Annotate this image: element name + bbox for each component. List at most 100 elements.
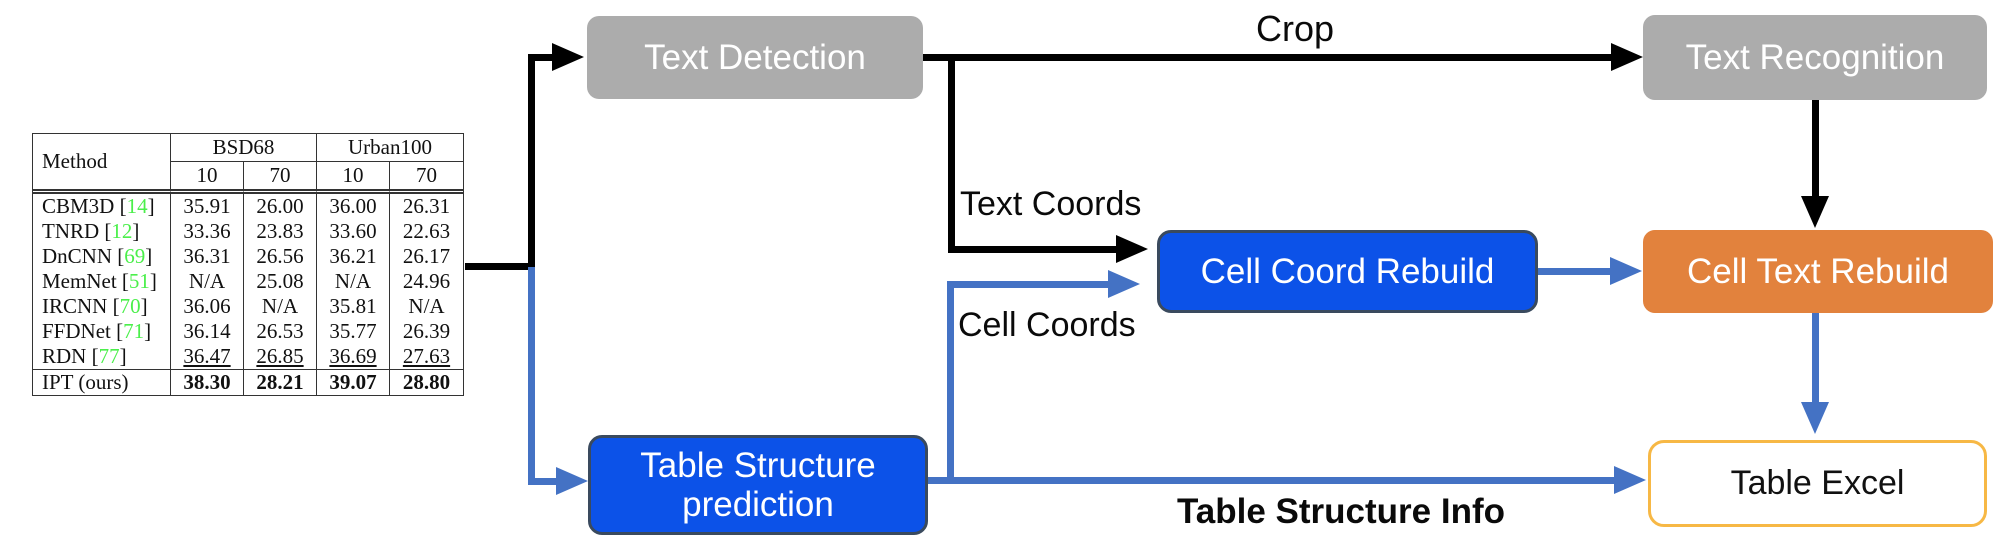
- arrowhead-cell-text-rebuild-left: [1610, 257, 1642, 285]
- value-cell: 26.17: [402, 244, 451, 268]
- method-cell: TNRD [12]: [33, 219, 171, 244]
- node-table-excel: Table Excel: [1648, 440, 1987, 527]
- edge-text-coords-vertical: [948, 57, 955, 250]
- subcol-header: 70: [244, 162, 317, 194]
- table-row: RDN [77] 36.47 26.85 36.69 27.63: [33, 344, 463, 369]
- value-cell: 36.21: [317, 244, 390, 269]
- arrowhead-table-excel-down: [1801, 402, 1829, 434]
- citation-number: 77: [98, 344, 120, 368]
- value-cell: 27.63: [402, 344, 451, 368]
- subcol-header: 70: [390, 162, 463, 194]
- value-cell: 26.85: [244, 344, 317, 369]
- arrowhead-cell-text-rebuild-down: [1801, 196, 1829, 228]
- col-group-bsd68: BSD68: [171, 134, 317, 162]
- node-cell-coord-rebuild: Cell Coord Rebuild: [1157, 230, 1538, 313]
- table-header-row: Method BSD68 Urban100: [33, 134, 463, 194]
- table-row: MemNet [51] N/A 25.08 N/A 24.96: [33, 269, 463, 294]
- value-cell: 33.36: [171, 219, 244, 244]
- value-cell: 28.21: [244, 369, 317, 395]
- node-table-structure-prediction-label-line2: prediction: [682, 485, 834, 524]
- value-cell: N/A: [317, 269, 390, 294]
- value-cell: 28.80: [390, 369, 463, 395]
- table-row: CBM3D [14] 35.91 26.00 36.00 26.31: [33, 194, 463, 219]
- edge-cell-coords-horizontal: [947, 281, 1111, 288]
- value-cell: 36.31: [171, 244, 244, 269]
- value-cell: 26.56: [244, 244, 317, 269]
- value-cell: N/A: [244, 294, 317, 319]
- value-cell: 26.53: [244, 319, 317, 344]
- node-text-detection-label: Text Detection: [644, 37, 866, 77]
- edge-label-text-coords: Text Coords: [960, 185, 1142, 223]
- edge-rebuild-to-excel: [1812, 313, 1819, 405]
- value-cell: 22.63: [402, 219, 451, 243]
- edge-coord-to-text-rebuild: [1538, 268, 1612, 275]
- method-cell: RDN [77]: [33, 344, 171, 369]
- value-cell: 39.07: [317, 369, 390, 395]
- value-cell: 25.08: [244, 269, 317, 294]
- node-text-recognition-label: Text Recognition: [1685, 37, 1945, 77]
- edge-crop: [923, 54, 1613, 61]
- arrowhead-cell-coord-rebuild-black: [1116, 235, 1148, 263]
- edge-label-cell-coords: Cell Coords: [958, 306, 1136, 344]
- method-cell: FFDNet [71]: [33, 319, 171, 344]
- value-cell: 35.77: [317, 319, 390, 344]
- node-table-structure-prediction-label-line1: Table Structure: [640, 445, 876, 485]
- node-cell-text-rebuild: Cell Text Rebuild: [1643, 230, 1993, 313]
- edge-recognition-to-rebuild: [1812, 99, 1819, 199]
- value-cell: 33.60: [317, 219, 390, 244]
- value-cell: N/A: [171, 269, 244, 294]
- edge-table-structure-info: [928, 477, 1616, 484]
- arrowhead-cell-coord-rebuild-blue: [1108, 270, 1140, 298]
- col-header-method: Method: [33, 134, 171, 194]
- edge-label-crop: Crop: [1255, 8, 1335, 49]
- table-subheader-row: 10 70 10 70: [33, 162, 463, 194]
- method-cell: IPT (ours): [33, 369, 171, 395]
- value-cell: 35.91: [171, 194, 244, 219]
- node-table-structure-prediction: Table Structure prediction: [588, 435, 928, 535]
- value-cell: 36.06: [171, 294, 244, 319]
- edge-table-to-branch: [465, 263, 535, 270]
- citation-number: 14: [126, 194, 148, 218]
- results-table: Method BSD68 Urban100 10 70 10 70 CBM3D …: [33, 134, 463, 395]
- edge-into-text-detection: [528, 54, 556, 61]
- value-cell: 24.96: [402, 269, 451, 293]
- table-row: TNRD [12] 33.36 23.83 33.60 22.63: [33, 219, 463, 244]
- arrowhead-text-detection: [552, 43, 584, 71]
- node-text-detection: Text Detection: [587, 16, 923, 99]
- node-cell-text-rebuild-label: Cell Text Rebuild: [1687, 251, 1949, 291]
- node-text-recognition: Text Recognition: [1643, 15, 1987, 100]
- arrowhead-table-excel-left: [1614, 466, 1646, 494]
- table-row: FFDNet [71] 36.14 26.53 35.77 26.39: [33, 319, 463, 344]
- citation-number: 12: [111, 219, 133, 243]
- node-table-excel-label: Table Excel: [1730, 464, 1905, 503]
- citation-number: 71: [123, 319, 145, 343]
- value-cell: 26.39: [402, 319, 451, 343]
- citation-number: 70: [119, 294, 141, 318]
- subcol-header: 10: [171, 162, 244, 194]
- value-cell: 36.69: [317, 344, 390, 369]
- value-cell: 26.31: [402, 194, 451, 218]
- method-cell: IRCNN [70]: [33, 294, 171, 319]
- arrowhead-text-recognition: [1611, 43, 1643, 71]
- citation-number: 69: [124, 244, 146, 268]
- edge-text-coords-horizontal: [948, 246, 1118, 253]
- arrowhead-structure-prediction: [556, 467, 588, 495]
- method-cell: MemNet [51]: [33, 269, 171, 294]
- subcol-header: 10: [317, 162, 390, 194]
- value-cell: N/A: [408, 294, 445, 318]
- edge-branch-down: [528, 267, 535, 485]
- value-cell: 36.00: [317, 194, 390, 219]
- citation-number: 51: [128, 269, 150, 293]
- col-group-urban100: Urban100: [317, 134, 463, 162]
- edge-label-table-structure-info: Table Structure Info: [1177, 492, 1505, 531]
- value-cell: 36.47: [171, 344, 244, 369]
- edge-branch-up: [528, 54, 535, 270]
- value-cell: 23.83: [244, 219, 317, 244]
- table-row: IRCNN [70] 36.06 N/A 35.81 N/A: [33, 294, 463, 319]
- value-cell: 35.81: [317, 294, 390, 319]
- value-cell: 26.00: [244, 194, 317, 219]
- edge-into-structure-prediction: [528, 478, 560, 485]
- value-cell: 36.14: [171, 319, 244, 344]
- table-row: IPT (ours) 38.30 28.21 39.07 28.80: [33, 369, 463, 395]
